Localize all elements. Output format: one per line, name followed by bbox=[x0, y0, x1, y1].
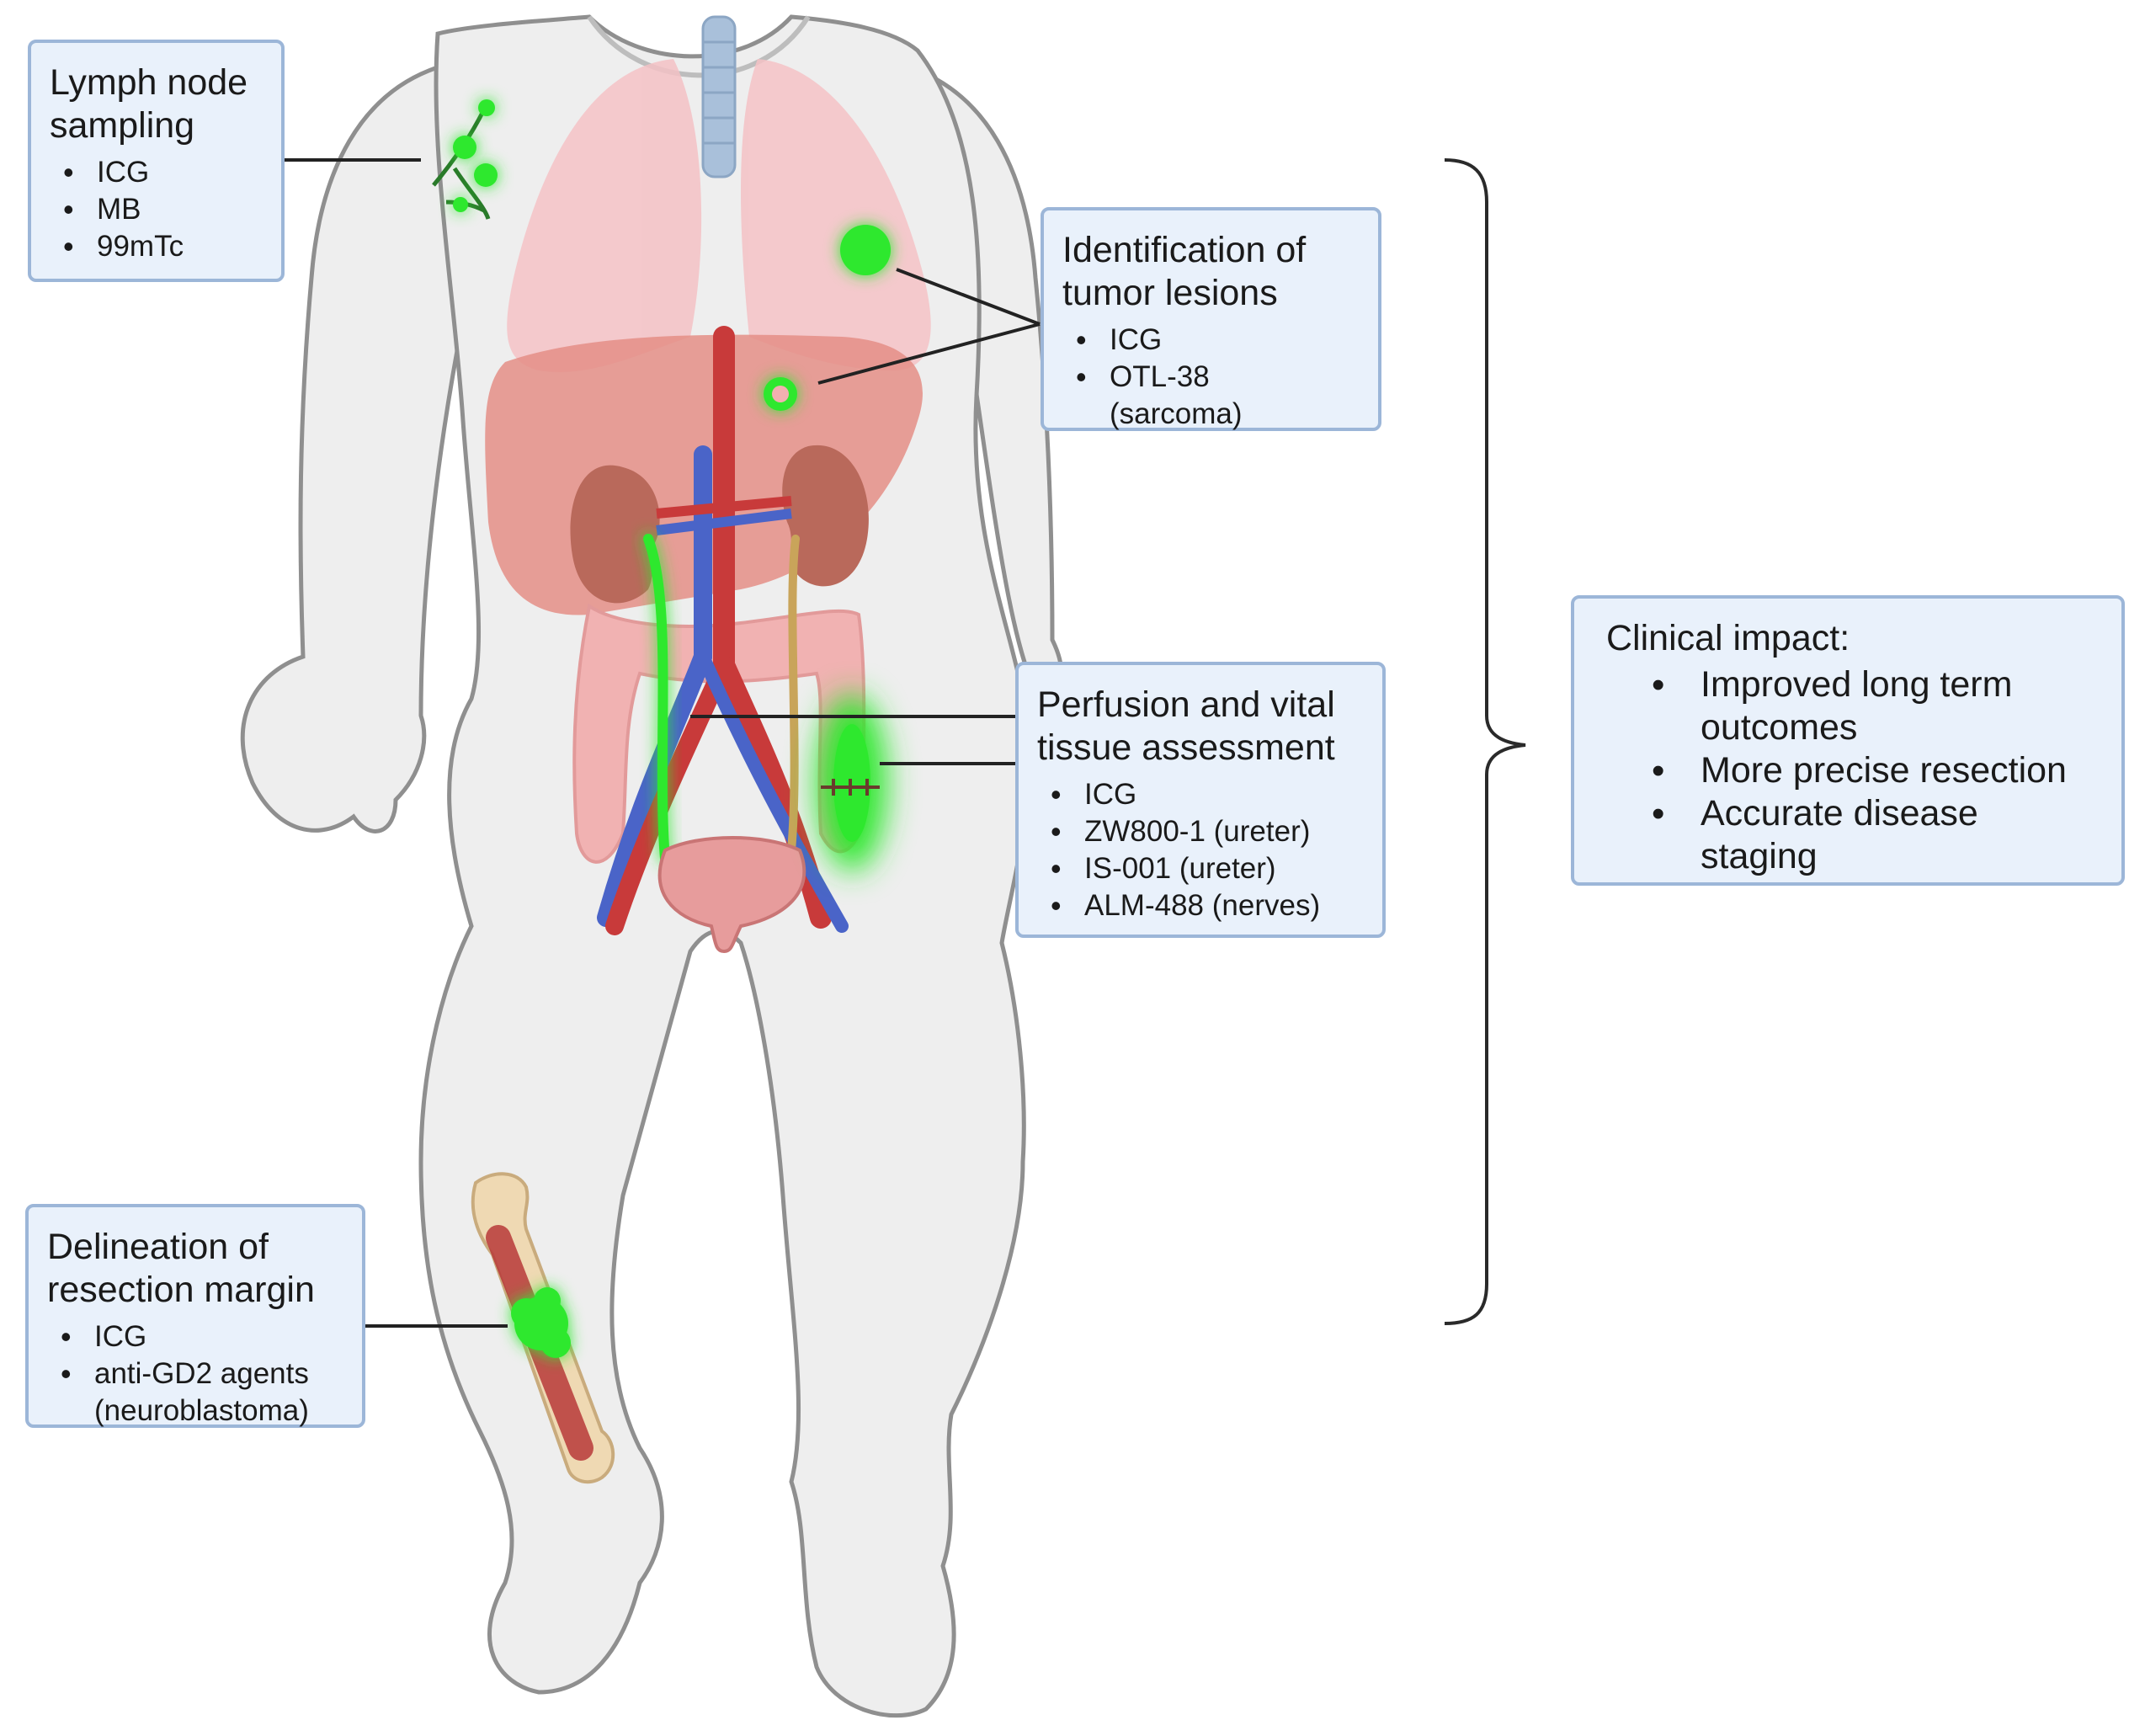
ureter-fluorescent bbox=[643, 534, 670, 864]
callout-title: Identification of tumor lesions bbox=[1062, 230, 1307, 313]
trachea-icon bbox=[701, 15, 737, 178]
impact-list: Improved long term outcomes More precise… bbox=[1606, 663, 2103, 878]
list-item: MB bbox=[63, 191, 263, 228]
bladder-icon bbox=[657, 836, 806, 954]
callout-delineation-of-resection-margin: Delineation of resection margin ICG anti… bbox=[25, 1204, 365, 1428]
blood-vessels-icon bbox=[597, 326, 849, 935]
connector-perfusion bbox=[690, 715, 1017, 765]
list-item: Improved long term outcomes bbox=[1652, 663, 2103, 749]
list-item: OTL-38 (sarcoma) bbox=[1076, 359, 1360, 433]
list-item: ZW800-1 (ureter) bbox=[1051, 813, 1364, 850]
colon-perfusion-glow-icon bbox=[817, 695, 887, 871]
list-item: ICG bbox=[61, 1318, 343, 1355]
left-arm bbox=[240, 64, 474, 833]
list-item: 99mTc bbox=[63, 228, 263, 265]
callout-title: Delineation of resection margin bbox=[47, 1227, 315, 1310]
clinical-impact-brace bbox=[1444, 158, 1526, 1325]
callout-clinical-impact: Clinical impact: Improved long term outc… bbox=[1571, 595, 2125, 886]
agent-list: ICG ZW800-1 (ureter) IS-001 (ureter) ALM… bbox=[1037, 776, 1364, 924]
callout-perfusion-and-vital-tissue-assessment: Perfusion and vital tissue assessment IC… bbox=[1015, 662, 1386, 938]
agent-list: ICG OTL-38 (sarcoma) bbox=[1062, 322, 1360, 433]
liver-tumor-glow-icon bbox=[764, 377, 797, 411]
callout-identification-of-tumor-lesions: Identification of tumor lesions ICG OTL-… bbox=[1041, 207, 1381, 431]
callout-title: Lymph node sampling bbox=[50, 62, 248, 146]
list-item: ICG bbox=[63, 154, 263, 191]
list-item: ICG bbox=[1076, 322, 1360, 359]
tibia-bone-icon bbox=[471, 1172, 615, 1484]
kidney-icon bbox=[570, 445, 869, 604]
connector-tumor bbox=[817, 268, 1041, 385]
callout-lymph-node-sampling: Lymph node sampling ICG MB 99mTc bbox=[28, 40, 285, 282]
list-item: anti-GD2 agents (neuroblastoma) bbox=[61, 1355, 343, 1430]
agent-list: ICG MB 99mTc bbox=[50, 154, 263, 265]
list-item: IS-001 (ureter) bbox=[1051, 850, 1364, 887]
right-lung bbox=[741, 59, 931, 370]
left-lung bbox=[507, 59, 702, 372]
callout-title: Perfusion and vital tissue assessment bbox=[1037, 684, 1335, 768]
neck-outline bbox=[587, 15, 811, 78]
connector-lines bbox=[284, 158, 1041, 1328]
lungs-icon bbox=[507, 59, 931, 372]
list-item: ICG bbox=[1051, 776, 1364, 813]
list-item: Accurate disease staging bbox=[1652, 792, 2103, 878]
lung-tumor-glow-icon bbox=[840, 225, 891, 275]
list-item: ALM-488 (nerves) bbox=[1051, 887, 1364, 924]
agent-list: ICG anti-GD2 agents (neuroblastoma) bbox=[47, 1318, 343, 1430]
list-item: More precise resection bbox=[1652, 749, 2103, 792]
lymph-node-icon bbox=[432, 99, 498, 220]
callout-title: Clinical impact: bbox=[1606, 618, 1850, 658]
ureter-normal bbox=[787, 535, 800, 855]
